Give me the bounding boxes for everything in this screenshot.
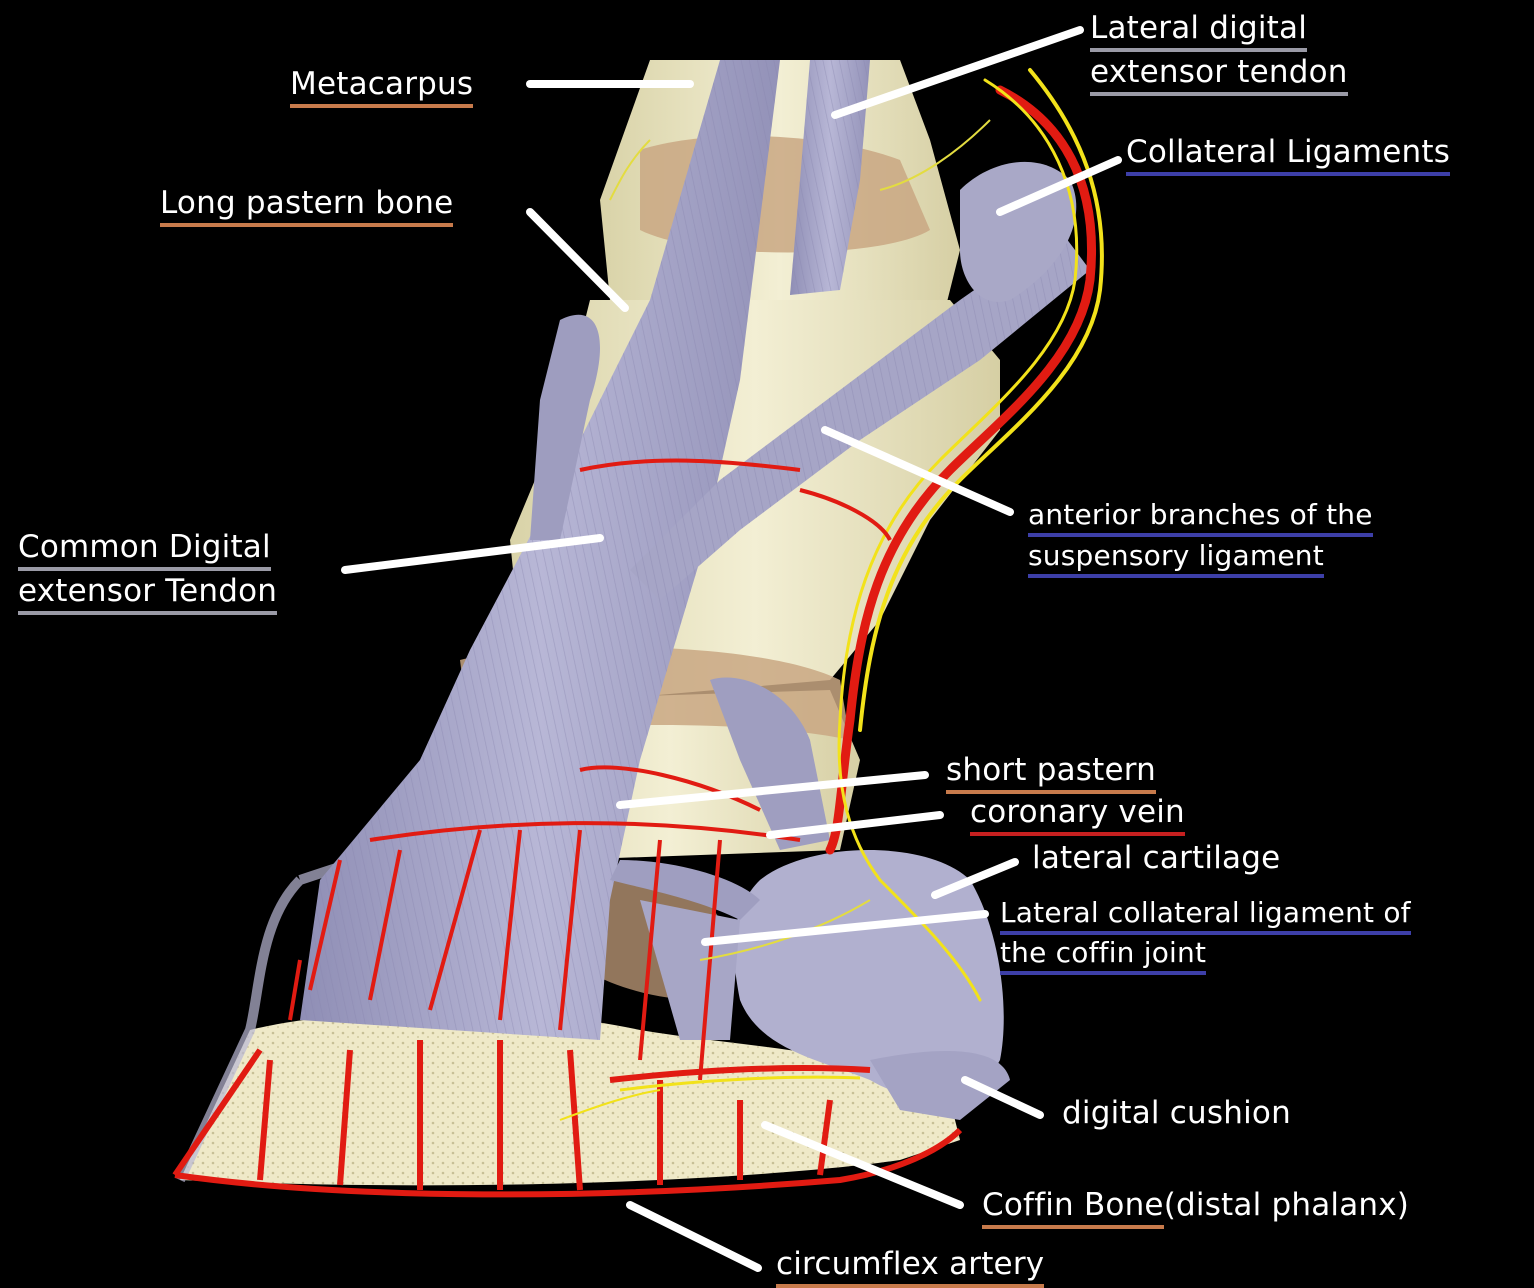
label-metacarpus: Metacarpus [290,64,473,104]
label-coffin-bone: Coffin Bone(distal phalanx) [982,1185,1409,1225]
label-lateral-cartilage: lateral cartilage [1032,838,1280,878]
label-coronary-vein: coronary vein [970,792,1185,832]
label-lateral-digital-extensor-tendon: Lateral digital extensor tendon [1090,6,1348,94]
label-digital-cushion: digital cushion [1062,1093,1291,1133]
label-circumflex-artery: circumflex artery [776,1244,1044,1284]
label-common-digital-extensor-tendon: Common Digital extensor Tendon [18,525,277,613]
label-anterior-branches-suspensory-ligament: anterior branches of the suspensory liga… [1028,494,1373,576]
label-long-pastern-bone: Long pastern bone [160,183,453,223]
label-short-pastern: short pastern [946,750,1156,790]
label-lateral-collateral-ligament-coffin-joint: Lateral collateral ligament of the coffi… [1000,893,1411,973]
label-collateral-ligaments: Collateral Ligaments [1126,132,1450,172]
